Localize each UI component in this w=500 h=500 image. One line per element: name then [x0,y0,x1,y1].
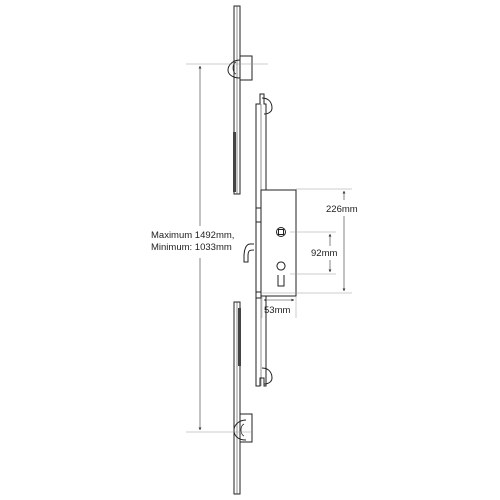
faceplate-hooks [261,97,273,385]
gearbox-case [243,189,297,299]
euro-cylinder-cutout [276,261,286,287]
spindle-follower [276,227,286,237]
lower-hook-keep [233,413,253,443]
lower-faceplate [233,301,241,495]
centres-label: 92mm [311,248,338,259]
extension-lines [186,63,352,433]
overall-length-max-label: Maximum 1492mm, [151,230,235,241]
upper-faceplate [233,5,241,195]
upper-hook-keep [227,55,253,81]
gearbox-length-label: 226mm [326,204,358,215]
upper-shootbolt-texture [233,132,236,192]
overall-length-min-label: Minimum: 1033mm [151,242,232,253]
lower-shootbolt-texture [238,308,241,366]
backset-label: 53mm [264,305,291,316]
dimension-lines [198,65,346,431]
